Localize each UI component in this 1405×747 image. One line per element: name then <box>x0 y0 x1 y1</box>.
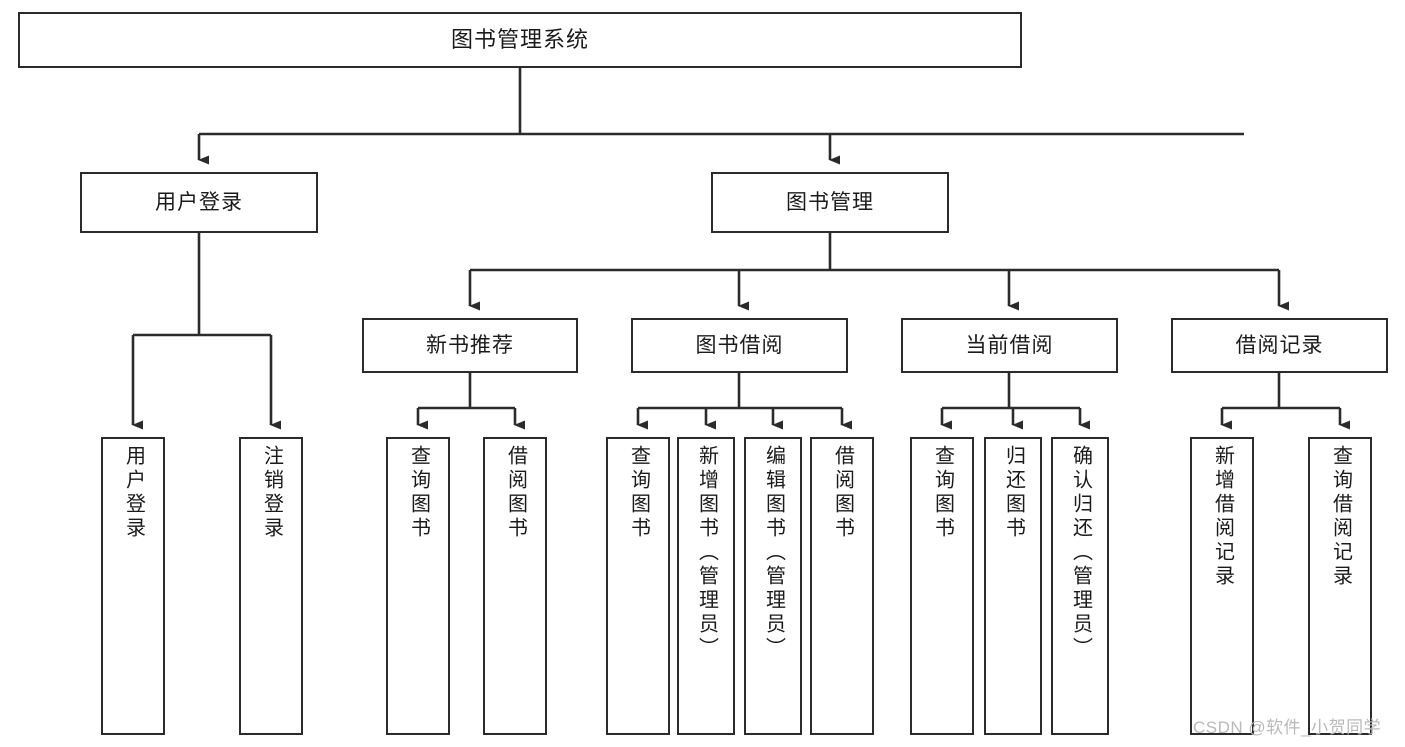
node-leaf-borrow-book-recommend[interactable]: 借阅图书 <box>483 437 547 735</box>
node-leaf-return-book[interactable]: 归还图书 <box>984 437 1042 735</box>
node-user-login[interactable]: 用户登录 <box>80 172 318 233</box>
leaf-label: 编辑图书（管理员） <box>762 445 785 661</box>
node-leaf-logout[interactable]: 注销登录 <box>239 437 303 735</box>
watermark: CSDN @软件_小贺同学 <box>1193 718 1382 737</box>
node-leaf-edit-book[interactable]: 编辑图书（管理员） <box>744 437 802 735</box>
node-book-borrow[interactable]: 图书借阅 <box>631 318 848 373</box>
node-leaf-query-book-current[interactable]: 查询图书 <box>910 437 974 735</box>
node-leaf-query-record[interactable]: 查询借阅记录 <box>1308 437 1372 735</box>
leaf-label: 注销登录 <box>260 445 283 541</box>
leaf-label: 归还图书 <box>1002 445 1025 541</box>
node-leaf-query-book-borrow[interactable]: 查询图书 <box>606 437 670 735</box>
node-root[interactable]: 图书管理系统 <box>18 12 1022 68</box>
leaf-label: 查询图书 <box>931 445 954 541</box>
leaf-label: 用户登录 <box>122 445 145 541</box>
leaf-label: 查询图书 <box>627 445 650 541</box>
node-leaf-add-book[interactable]: 新增图书（管理员） <box>677 437 735 735</box>
node-leaf-confirm-return[interactable]: 确认归还（管理员） <box>1051 437 1109 735</box>
node-borrow-record[interactable]: 借阅记录 <box>1171 318 1388 373</box>
node-leaf-user-login[interactable]: 用户登录 <box>101 437 165 735</box>
leaf-label: 新增借阅记录 <box>1211 445 1234 589</box>
node-current-borrow[interactable]: 当前借阅 <box>901 318 1118 373</box>
leaf-label: 确认归还（管理员） <box>1069 445 1092 661</box>
node-leaf-query-book-recommend[interactable]: 查询图书 <box>386 437 450 735</box>
node-leaf-borrow-book[interactable]: 借阅图书 <box>810 437 874 735</box>
node-new-book-recommend[interactable]: 新书推荐 <box>362 318 578 373</box>
leaf-label: 查询图书 <box>407 445 430 541</box>
leaf-label: 新增图书（管理员） <box>695 445 718 661</box>
node-leaf-add-record[interactable]: 新增借阅记录 <box>1190 437 1254 735</box>
leaf-label: 借阅图书 <box>504 445 527 541</box>
node-book-manage[interactable]: 图书管理 <box>711 172 949 233</box>
leaf-label: 查询借阅记录 <box>1329 445 1352 589</box>
leaf-label: 借阅图书 <box>831 445 854 541</box>
